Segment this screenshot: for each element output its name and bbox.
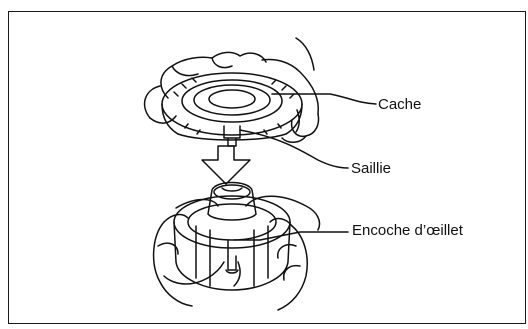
callout-cache: Cache	[378, 97, 421, 112]
down-arrow	[202, 146, 250, 184]
cover-with-hands	[145, 38, 319, 146]
callout-saillie: Saillie	[351, 161, 391, 176]
callout-encoche: Encoche d’œillet	[352, 223, 463, 238]
spool-with-hands	[154, 183, 320, 311]
